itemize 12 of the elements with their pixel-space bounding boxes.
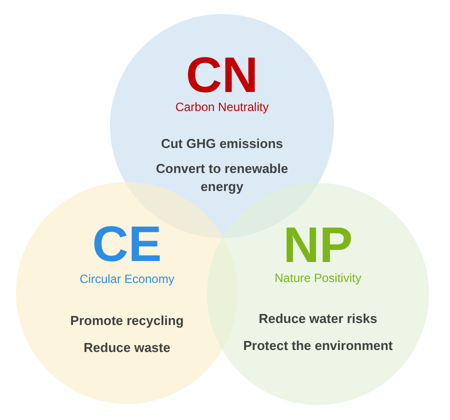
goal-text: Protect the environment — [243, 337, 393, 355]
goal-text: Cut GHG emissions — [160, 135, 284, 153]
goal-text: Promote recycling — [70, 312, 184, 330]
subtitle: Circular Economy — [80, 272, 174, 286]
subtitle: Nature Positivity — [274, 271, 362, 285]
goal-text: Reduce water risks — [258, 310, 378, 328]
acronym-heading: NP — [283, 220, 353, 270]
acronym-heading: CN — [186, 50, 258, 100]
goal-text: Convert to renewable energy — [154, 160, 290, 196]
subtitle: Carbon Neutrality — [175, 100, 269, 114]
acronym-heading: CE — [92, 218, 162, 268]
goal-text: Reduce waste — [84, 339, 170, 357]
